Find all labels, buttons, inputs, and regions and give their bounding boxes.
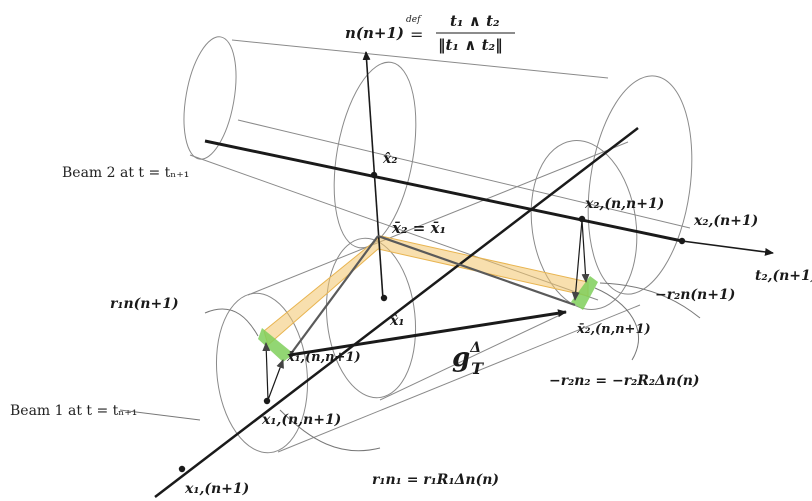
- normal-def-lhs: n(n+1): [345, 24, 404, 42]
- gap-vector-arrow: [289, 309, 567, 357]
- point-x-hat-1: [380, 294, 388, 302]
- label-x-bar-equal: x̄₂ = x̄₁: [391, 219, 446, 237]
- label-r1-n1: r₁n₁ = r₁R₁Δn(n): [372, 472, 499, 488]
- point-x1-n1: [178, 465, 186, 473]
- beam2-label: Beam 2 at t = tₙ₊₁: [62, 165, 189, 181]
- label-x-bar-2-nn1: x̄₂,(n,n+1): [576, 322, 651, 337]
- label-x-bar-1-nn1: x̄₁,(n,n+1): [286, 350, 361, 365]
- leader-arcs: [119, 282, 701, 452]
- radius-arrows: [262, 219, 590, 401]
- contact-vectors: [289, 234, 576, 356]
- beam2-axis: [204, 139, 683, 243]
- normal-def-eq: =: [410, 25, 423, 44]
- point-x2-n1: [678, 237, 686, 245]
- normal-def-numerator: t₁ ∧ t₂: [450, 12, 500, 30]
- label-x2-nn1: x₂,(n,n+1): [584, 196, 664, 212]
- beam1-axis: [154, 127, 639, 498]
- t2-direction-arrow: [681, 240, 774, 256]
- label-x-hat-1: x̂₁: [389, 313, 404, 329]
- normal-def-symbol: def: [406, 15, 422, 25]
- point-x1-nn1: [263, 397, 271, 405]
- label-x-hat-2: x̂₂: [382, 151, 397, 167]
- label-x2-n1: x₂,(n+1): [693, 213, 758, 229]
- point-x2-nn1: [578, 215, 586, 223]
- beam1-label: Beam 1 at t = tₙ₊₁: [10, 403, 137, 419]
- label-t2-n1: t₂,(n+1): [755, 268, 812, 284]
- normal-def-denominator: ‖t₁ ∧ t₂‖: [438, 36, 503, 54]
- point-x-hat-2: [370, 171, 378, 179]
- label-minus-r2-n: −r₂n(n+1): [655, 287, 735, 303]
- label-r1-n: r₁n(n+1): [110, 296, 179, 312]
- points: [178, 171, 686, 473]
- label-x1-n1: x₁,(n+1): [184, 481, 249, 497]
- label-x1-nn1: x₁,(n,n+1): [261, 412, 341, 428]
- label-minus-r2-n2: −r₂n₂ = −r₂R₂Δn(n): [549, 373, 700, 389]
- beam1-cylinder: [215, 140, 641, 454]
